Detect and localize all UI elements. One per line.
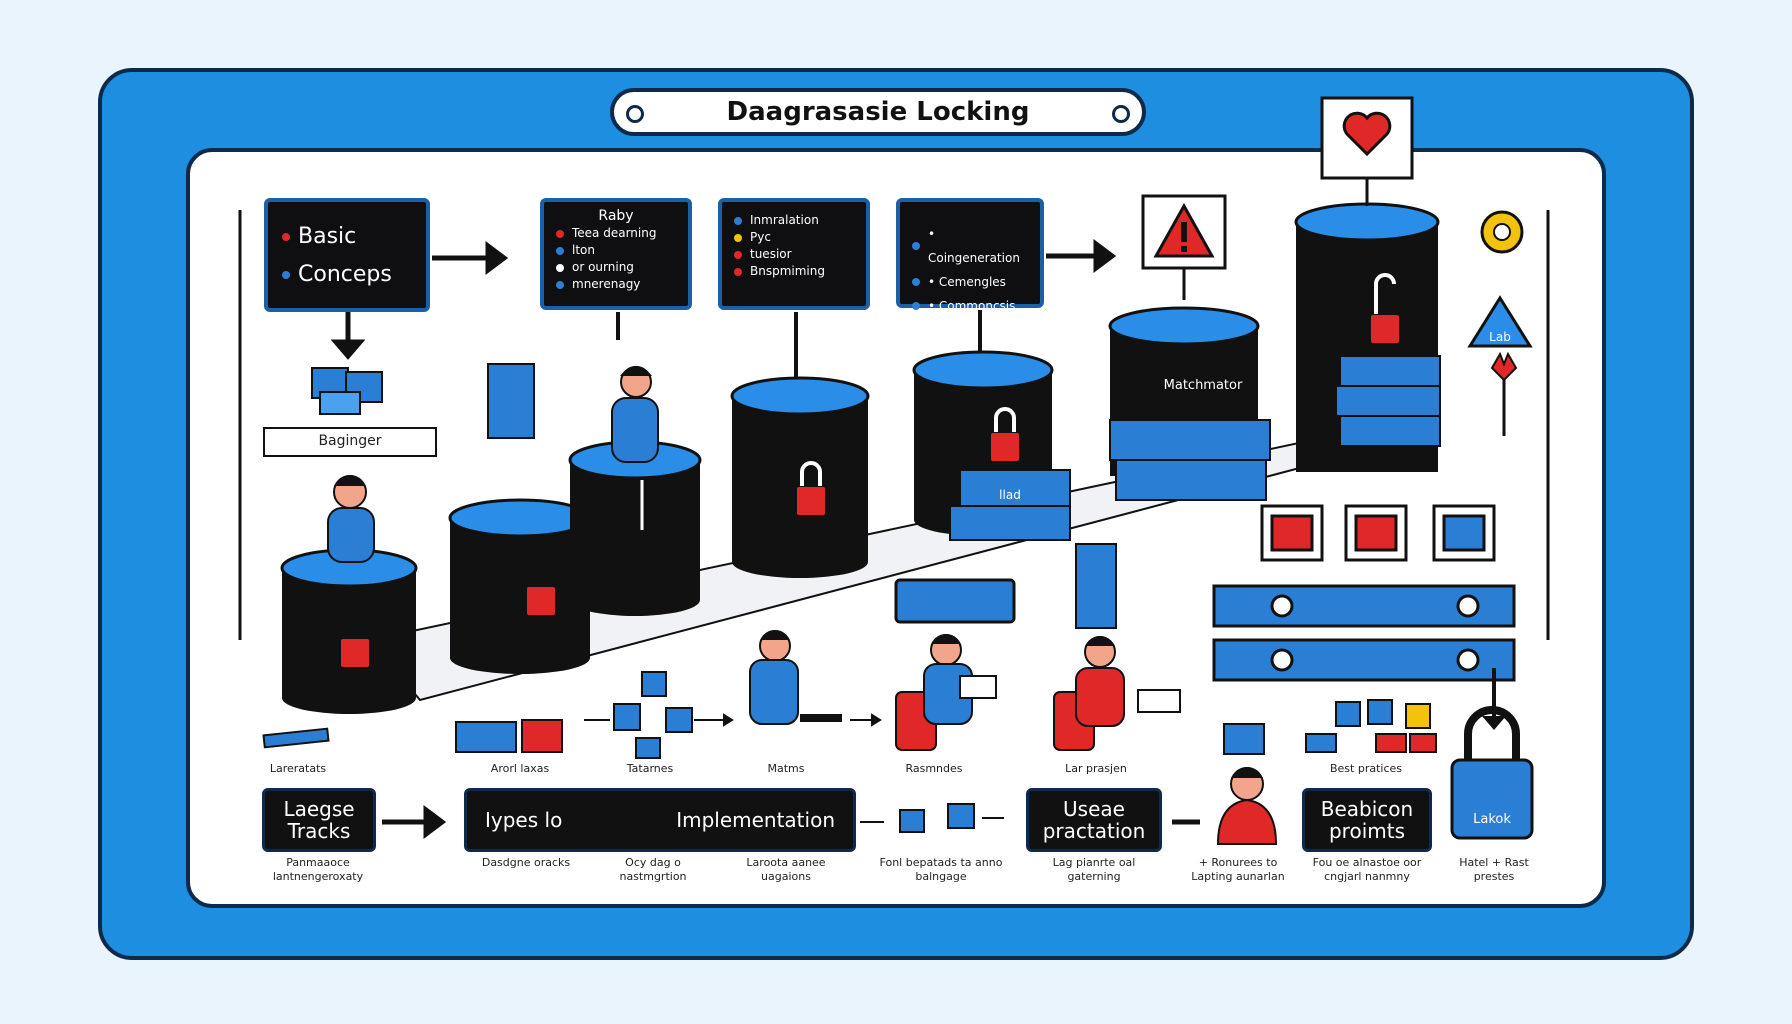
gear-icon xyxy=(1480,210,1524,254)
panel-basic-concepts: Basic Conceps xyxy=(264,198,430,312)
step-box-usage: Useae practation xyxy=(1026,788,1162,852)
db-cylinder xyxy=(730,376,870,578)
step-box-best: Beabicon proimts xyxy=(1302,788,1432,852)
row-label-5: Rasmndes xyxy=(905,762,963,775)
beginner-box xyxy=(263,427,437,457)
panel-cong-line1: • Coingeneration xyxy=(928,227,1020,265)
caption-9: Hatel + Rast prestes xyxy=(1459,856,1529,883)
beginner-label: Baginger xyxy=(318,433,382,449)
panel-impl-line4: Bnspmiming xyxy=(750,264,825,278)
row-label-1: Lareratats xyxy=(269,762,327,775)
panel-basic-line1: Basic xyxy=(298,224,357,249)
caption-4: Laroota aanee uagaions xyxy=(746,856,826,883)
step-box-tracks: Laegse Tracks xyxy=(262,788,376,852)
book-stack-icon xyxy=(262,727,330,749)
lab-label: Lab xyxy=(1489,330,1511,344)
db-cylinder xyxy=(912,350,1071,541)
red-bullet-icon xyxy=(734,250,742,259)
blue-bullet-icon xyxy=(556,280,564,289)
blue-bullet-icon xyxy=(282,271,290,279)
database-cylinders xyxy=(280,202,1441,714)
db-cylinder xyxy=(568,440,702,616)
status-square-icons xyxy=(1260,504,1496,562)
person-icon-4 xyxy=(895,634,997,751)
server-icon xyxy=(1075,543,1117,629)
lock-badge-label: Lakok xyxy=(1473,812,1511,827)
caption-8: Fou oe alnastoe oor cngjarl nanmny xyxy=(1312,856,1422,883)
panel-cong-line2: • Cemengles xyxy=(928,275,1006,289)
flower-icon xyxy=(1490,351,1518,436)
db-cylinder-large xyxy=(1108,306,1271,501)
caption-5: Fonl bepatads ta anno balngage xyxy=(879,856,1003,883)
row-label-6: Lar prasjen xyxy=(1065,762,1127,775)
panel-raby-line4: mnerenagy xyxy=(572,277,641,291)
title-banner: Daagrasasie Locking xyxy=(610,88,1146,136)
panel-raby: Raby Teea dearning lton or ourning mnere… xyxy=(540,198,692,310)
bottom-arrows xyxy=(382,805,1200,839)
blue-bullet-icon xyxy=(734,216,742,225)
lab-triangle-icon xyxy=(1467,295,1533,348)
white-bullet-icon xyxy=(556,263,564,272)
blue-bullet-icon xyxy=(556,246,564,255)
person-icon-3 xyxy=(749,630,842,725)
matcher-label: Matchmator xyxy=(1163,378,1243,393)
person-icon-2 xyxy=(611,366,659,463)
key-banner-icon xyxy=(894,578,1016,624)
panel-raby-head: Raby xyxy=(598,208,634,224)
panel-impl-line1: Inmralation xyxy=(750,213,819,227)
db-cylinder xyxy=(448,498,592,674)
panel-raby-line2: lton xyxy=(572,243,595,257)
red-bullet-icon xyxy=(282,233,290,241)
row-arrows xyxy=(584,713,882,727)
bar-label: llad xyxy=(999,488,1021,502)
cubes-icon xyxy=(311,367,383,415)
caption-2: Dasdgne oracks xyxy=(481,856,571,869)
blue-bullet-icon xyxy=(912,242,920,250)
row-label-4: Matms xyxy=(767,762,805,775)
red-bullet-icon xyxy=(734,267,742,276)
blocks-icon xyxy=(613,671,693,759)
pin-right-icon xyxy=(1112,105,1130,123)
panel-impl-line3: tuesior xyxy=(750,247,792,261)
blue-bullet-icon xyxy=(912,278,920,286)
step-box-types: Iypes lo Implementation xyxy=(464,788,856,852)
control-bar xyxy=(1212,584,1516,682)
row-label-2: Arorl laxas xyxy=(490,762,550,775)
panel-impl-line2: Pyc xyxy=(750,230,771,244)
boxes-icon xyxy=(455,719,563,753)
panel-implementation: Inmralation Pyc tuesior Bnspmiming xyxy=(718,198,870,310)
step-implementation-label: Implementation xyxy=(676,808,835,832)
row-label-3: Tatarnes xyxy=(626,762,674,775)
warning-icon xyxy=(1141,194,1227,300)
db-cylinder xyxy=(280,548,418,714)
person-icon-5 xyxy=(1053,636,1181,751)
panel-arrows xyxy=(330,239,1117,360)
caption-7: + Ronurees to Lapting aunarlan xyxy=(1191,856,1285,883)
panel-raby-line1: Teea dearning xyxy=(572,226,657,240)
caption-3: Ocy dag o nastmgrtion xyxy=(619,856,687,883)
cube-icon xyxy=(1223,723,1265,755)
red-bullet-icon xyxy=(556,229,564,238)
panel-cong-line3: • Commoncsis xyxy=(928,299,1016,313)
yellow-bullet-icon xyxy=(734,233,742,242)
step-types-label: Iypes lo xyxy=(485,808,563,832)
person-icon-1 xyxy=(327,475,375,563)
mini-blocks-icon xyxy=(899,803,975,833)
cube-grid-icon xyxy=(1305,699,1437,753)
caption-6: Lag pianrte oal gaterning xyxy=(1052,856,1136,883)
page-title: Daagrasasie Locking xyxy=(726,97,1030,127)
person-icon-6 xyxy=(1216,767,1278,845)
panel-basic-line2: Conceps xyxy=(298,262,392,287)
row-label-7: Best pratices xyxy=(1329,762,1402,775)
pin-left-icon xyxy=(626,105,644,123)
db-cylinder-tall xyxy=(1294,202,1441,472)
panel-raby-line3: or ourning xyxy=(572,260,634,274)
caption-1: Panmaaoce lantnengeroxaty xyxy=(272,856,364,883)
panel-cogeneration: • Coingeneration • Cemengles • Commoncsi… xyxy=(896,198,1044,313)
blue-bullet-icon xyxy=(912,302,920,310)
server-icon-small xyxy=(487,363,535,439)
heart-icon xyxy=(1320,96,1414,206)
